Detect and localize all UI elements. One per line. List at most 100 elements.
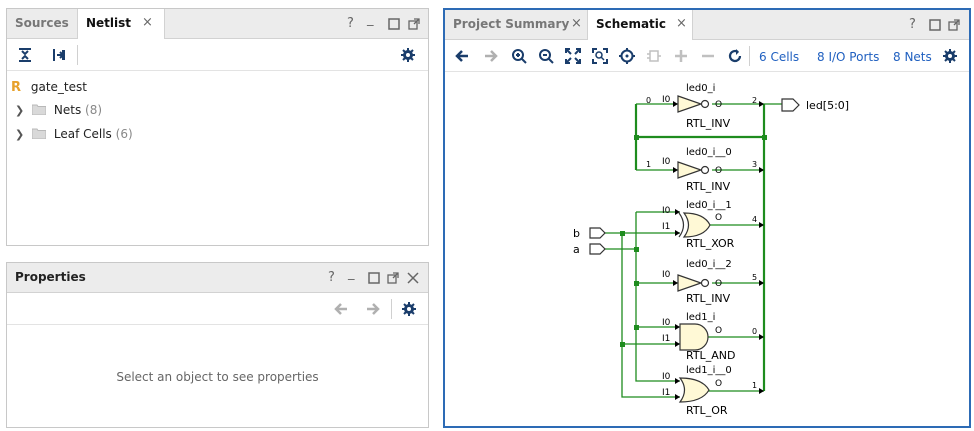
float-icon[interactable] [948,18,960,32]
cell-name: led0_i [686,83,715,94]
cell-led0-i-2[interactable]: led0_i__2 I0 O RTL_INV 5 [662,259,757,305]
schematic-canvas[interactable]: led0_i I0 O RTL_INV 0 2 led0_i__0 I0 O R… [445,72,969,426]
pin-label: I0 [662,95,671,105]
bus-index: 1 [752,381,757,390]
cell-led0-i[interactable]: led0_i I0 O RTL_INV 0 2 [646,83,757,130]
pin-label: O [715,166,722,176]
output-port-led[interactable]: led[5:0] [781,98,849,112]
cell-name: led1_i [686,312,715,323]
tab-netlist[interactable]: Netlist × [77,9,165,40]
pin-label: O [715,279,722,289]
tab-netlist-close-icon[interactable]: × [142,15,153,30]
output-port-shape [781,98,800,112]
maximize-icon[interactable] [388,17,400,31]
cell-type: RTL_INV [686,117,731,130]
float-icon[interactable] [408,17,420,31]
help-icon[interactable]: ? [909,17,916,32]
tab-project-summary-label: Project Summary [453,17,570,31]
cell-icon[interactable] [646,48,662,64]
properties-title: Properties [15,270,86,284]
tree-root[interactable]: R gate_test [11,78,87,96]
tree-item-nets[interactable]: ❯ Nets (8) [15,101,102,119]
back-arrow-icon[interactable] [454,48,470,64]
tab-schematic[interactable]: Schematic × [587,10,693,41]
tab-schematic-label: Schematic [596,17,667,31]
port-label: b [573,227,580,240]
io-ports-count-link[interactable]: 8 I/O Ports [817,50,880,64]
back-arrow-icon[interactable] [333,301,349,317]
expand-plus-icon[interactable] [673,48,689,64]
cell-led0-i-0[interactable]: led0_i__0 I0 O RTL_INV 1 3 [646,147,757,193]
tab-schematic-close-icon[interactable]: × [676,16,687,31]
netlist-toolbar [7,39,428,71]
forward-arrow-icon[interactable] [483,48,499,64]
input-port-a[interactable]: a [573,243,606,256]
select-target-icon[interactable] [619,48,635,64]
pin-label: I0 [662,157,671,167]
refresh-icon[interactable] [727,48,743,64]
zoom-in-icon[interactable] [511,48,527,64]
maximize-icon[interactable] [929,18,941,32]
properties-toolbar [7,293,428,325]
nets-count-link[interactable]: 8 Nets [893,50,932,64]
folder-icon [31,104,47,116]
tab-sources[interactable]: Sources [7,9,77,39]
minimize-icon[interactable]: _ [348,266,355,281]
cell-led0-i-1[interactable]: led0_i__1 I0 I1 O RTL_XOR 4 [662,200,757,250]
pin-label: I0 [662,372,671,382]
cell-led1-i-0[interactable]: led1_i__0 I0 I1 O RTL_OR 1 [662,365,757,417]
tab-project-summary-close-icon[interactable]: × [571,16,582,31]
cell-led1-i[interactable]: led1_i I0 I1 O RTL_AND 0 [662,312,757,362]
pin-label: I0 [662,270,671,280]
collapse-all-icon[interactable] [17,47,33,63]
pin-label: O [715,379,722,389]
tree-item-label: Leaf Cells [53,127,112,141]
forward-arrow-icon[interactable] [365,301,381,317]
inverter-gate-shape [677,161,703,179]
zoom-fit-icon[interactable] [565,48,581,64]
pin-label: I1 [662,388,670,398]
netlist-tabbar: Sources Netlist × ? _ [7,9,428,40]
tree-item-leaf-cells[interactable]: ❯ Leaf Cells (6) [15,125,133,143]
settings-gear-icon[interactable] [400,47,416,63]
pin-label: O [715,213,722,223]
tab-project-summary[interactable]: Project Summary × [445,10,587,40]
schematic-tabbar: Project Summary × Schematic × ? [445,10,969,41]
pin-label: I1 [662,334,670,344]
cell-type: RTL_OR [686,404,728,417]
tree-item-count: (8) [85,103,103,117]
tree-item-count: (6) [115,127,133,141]
port-label: a [573,243,580,256]
pin-label: I1 [662,222,670,232]
bus-index: 2 [752,96,757,105]
cell-name: led0_i__1 [686,200,732,211]
chevron-right-icon[interactable]: ❯ [15,104,25,117]
settings-gear-icon[interactable] [942,48,958,64]
inverter-bubble [700,278,710,288]
and-gate-shape [679,323,709,351]
input-port-b[interactable]: b [573,227,606,240]
maximize-icon[interactable] [368,271,380,285]
cells-count-link[interactable]: 6 Cells [759,50,800,64]
cell-type: RTL_INV [686,180,731,193]
close-icon[interactable] [407,271,419,285]
zoom-area-icon[interactable] [592,48,608,64]
expand-all-icon[interactable] [51,47,67,63]
properties-panel: Properties ? _ Select an object to see p… [6,262,429,428]
minimize-icon[interactable]: _ [367,12,374,27]
help-icon[interactable]: ? [347,16,354,31]
collapse-minus-icon[interactable] [700,48,716,64]
help-icon[interactable]: ? [328,270,335,285]
bus-pin-markers [673,101,764,400]
chevron-right-icon[interactable]: ❯ [15,128,25,141]
float-icon[interactable] [387,271,399,285]
junctions [620,135,767,347]
bus-index: 0 [752,327,757,336]
tab-sources-label: Sources [15,16,69,30]
cell-type: RTL_XOR [686,237,735,250]
netlist-panel: Sources Netlist × ? _ R gate_test ❯ Nets… [6,8,429,246]
schematic-panel: Project Summary × Schematic × ? 6 Cells … [443,8,971,428]
zoom-out-icon[interactable] [538,48,554,64]
settings-gear-icon[interactable] [401,301,417,317]
rtl-root-icon: R [11,80,22,95]
